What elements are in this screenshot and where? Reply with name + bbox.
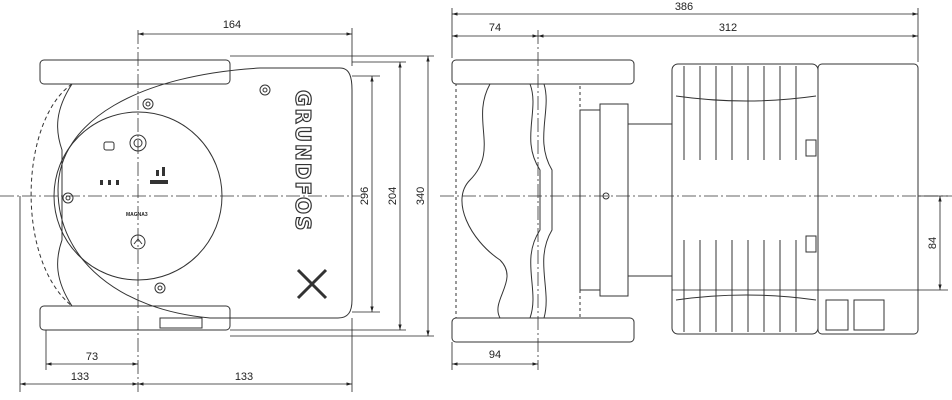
dim-label-74: 74 (489, 22, 501, 34)
center-lines-front (0, 30, 360, 392)
dimensions-front (19, 28, 434, 392)
screw (62, 192, 74, 204)
dim-label-296: 296 (359, 187, 371, 205)
status-icon (103, 141, 115, 151)
screw (142, 98, 154, 110)
screw (145, 101, 151, 107)
adapter-ring (599, 103, 629, 297)
dim-label-312: 312 (719, 22, 737, 34)
volute-left (461, 83, 508, 319)
housing-hidden-line (30, 83, 73, 307)
screw (157, 285, 163, 291)
screw (262, 87, 268, 93)
dim-label-133-right: 133 (235, 371, 253, 383)
dim-label-84: 84 (927, 237, 939, 249)
volute-right (529, 83, 541, 319)
terminal-box (159, 317, 203, 329)
dimensions-side (451, 8, 948, 370)
pump-body-hidden (455, 83, 581, 319)
screw (259, 84, 271, 96)
side-view (451, 59, 919, 343)
screw (154, 282, 166, 294)
dim-label-386: 386 (675, 1, 693, 13)
screw (65, 195, 71, 201)
cable-gland-2 (853, 299, 885, 331)
shaft-housing (627, 123, 673, 277)
x-logo-icon (296, 268, 328, 300)
motor-head (57, 67, 353, 319)
dim-label-340: 340 (415, 187, 427, 205)
control-label: MAGNA3 (126, 212, 148, 218)
volute-right-2 (543, 83, 553, 319)
center-lines-side (440, 30, 952, 370)
side-bottom-flange (451, 317, 635, 343)
connector (805, 235, 817, 253)
cable-gland-1 (825, 299, 849, 331)
adapter (579, 109, 601, 291)
dim-label-204: 204 (387, 187, 399, 205)
motor-end-cap (817, 63, 919, 335)
dim-label-164: 164 (223, 19, 241, 31)
dim-label-73: 73 (86, 351, 98, 363)
cooling-fins (675, 66, 817, 332)
connector (805, 139, 817, 157)
brand-logo: GRUNDFOS (291, 90, 315, 232)
housing-outline (57, 83, 73, 307)
dim-label-133-left: 133 (71, 371, 89, 383)
side-top-flange (451, 59, 635, 85)
dim-label-94: 94 (489, 349, 501, 361)
led-indicators (100, 167, 168, 185)
top-flange (39, 59, 231, 85)
